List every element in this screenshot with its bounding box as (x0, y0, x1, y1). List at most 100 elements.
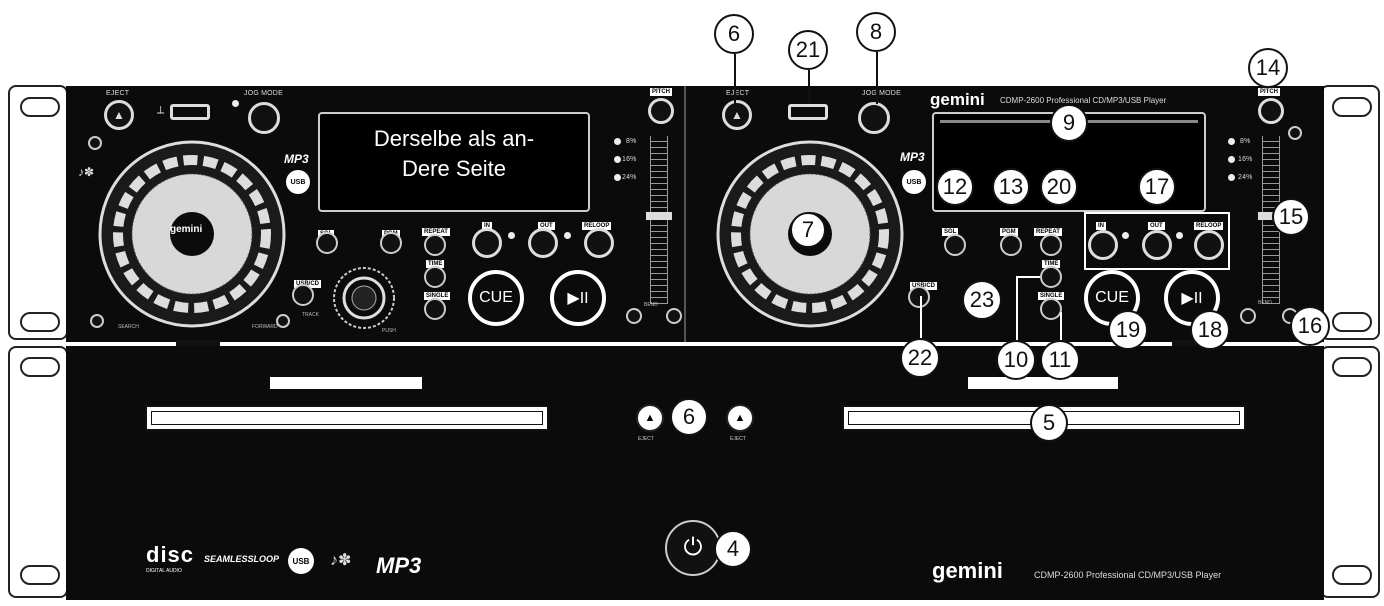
deck-divider (684, 86, 686, 342)
repeat-label: REPEAT (1034, 228, 1062, 236)
in-label: IN (482, 222, 492, 230)
bend-minus[interactable] (626, 308, 642, 324)
callout-18: 18 (1190, 310, 1230, 350)
screw (276, 314, 290, 328)
jog-mode-button[interactable] (858, 102, 890, 134)
jog-mode-label: JOG MODE (862, 90, 901, 97)
out-label: OUT (1148, 222, 1165, 230)
bend-minus[interactable] (1240, 308, 1256, 324)
jog-wheel[interactable] (96, 138, 288, 330)
out-button[interactable] (528, 228, 558, 258)
callout-15: 15 (1272, 198, 1310, 236)
leader-line (876, 52, 878, 104)
callout-7: 7 (790, 212, 826, 248)
out-button[interactable] (1142, 230, 1172, 260)
bend-plus[interactable] (666, 308, 682, 324)
eject-button[interactable]: ▲ (104, 100, 134, 130)
headphone-jack[interactable] (1288, 126, 1302, 140)
pgm-button[interactable] (1000, 234, 1022, 256)
out-led (564, 232, 571, 239)
leader-line (734, 54, 736, 114)
cdtext-logo: ♪✽ (78, 165, 95, 179)
sgl-button[interactable] (944, 234, 966, 256)
callout-19: 19 (1108, 310, 1148, 350)
callout-20: 20 (1040, 168, 1078, 206)
pitch-button[interactable] (1258, 98, 1284, 124)
play-pause-button[interactable]: ▶II (550, 270, 606, 326)
model-line: CDMP-2600 Professional CD/MP3/USB Player (1034, 570, 1222, 580)
callout-6: 6 (714, 14, 754, 54)
pitch-slider-knob[interactable] (1258, 212, 1284, 220)
lower-eject-left[interactable]: ▲ (636, 404, 664, 432)
single-button[interactable] (424, 298, 446, 320)
time-button[interactable] (424, 266, 446, 288)
single-label: SINGLE (424, 292, 451, 300)
panel-note-line-2: Dere Seite (402, 156, 506, 181)
usb-port[interactable] (170, 104, 210, 120)
power-button[interactable]: ⏻ (665, 520, 721, 576)
usb-icon: ⟂ (157, 104, 165, 116)
callout-11: 11 (1040, 340, 1080, 380)
callout-8: 8 (856, 12, 896, 52)
time-button[interactable] (1040, 266, 1062, 288)
lower-eject-right[interactable]: ▲ (726, 404, 754, 432)
pitch-led (614, 156, 621, 163)
pitch-led (614, 138, 621, 145)
sgl-label: SGL (942, 228, 959, 236)
bend-label: BEND (644, 302, 658, 308)
mp3-logo: MP3 (376, 553, 422, 578)
eject-label: EJECT (106, 90, 130, 97)
callout-21: 21 (788, 30, 828, 70)
track-knob[interactable] (332, 266, 396, 330)
callout-22: 22 (900, 338, 940, 378)
pitch-slider[interactable] (650, 136, 668, 304)
lower-eject-right-label: EJECT (730, 436, 746, 442)
pitch-led (614, 174, 621, 181)
rack-hole (1332, 565, 1372, 585)
time-label: TIME (426, 260, 445, 268)
single-button[interactable] (1040, 298, 1062, 320)
pgm-label: PGM (1000, 228, 1018, 236)
mp3-logo: MP3 (284, 152, 309, 166)
in-label: IN (1096, 222, 1106, 230)
rack-ear-right (1320, 85, 1380, 340)
pitch-led (1228, 138, 1235, 145)
pitch-led (1228, 174, 1235, 181)
usb-port[interactable] (788, 104, 828, 120)
pitch-label: PITCH (650, 88, 672, 96)
headphone-jack[interactable] (88, 136, 102, 150)
in-button[interactable] (1088, 230, 1118, 260)
jog-brand: gemini (170, 224, 203, 235)
repeat-button[interactable] (424, 234, 446, 256)
usb-logo: USB (288, 548, 314, 574)
lcd-display (318, 112, 590, 212)
cue-button[interactable]: CUE (468, 270, 524, 326)
brand-logo: gemini (930, 90, 985, 109)
sgl-button[interactable] (316, 232, 338, 254)
pitch-range-8: 8% (1240, 138, 1251, 145)
callout-13: 13 (992, 168, 1030, 206)
rack-hole (1332, 357, 1372, 377)
pitch-slider-knob[interactable] (646, 212, 672, 220)
reloop-button[interactable] (584, 228, 614, 258)
pitch-label: PITCH (1258, 88, 1280, 96)
reloop-button[interactable] (1194, 230, 1224, 260)
push-label: PUSH (382, 328, 396, 334)
jog-mode-button[interactable] (248, 102, 280, 134)
cd-slot-cover-left (270, 377, 422, 389)
usbcd-button[interactable] (292, 284, 314, 306)
pgm-button[interactable] (380, 232, 402, 254)
rack-hole (20, 97, 60, 117)
eject-button[interactable]: ▲ (722, 100, 752, 130)
callout-23: 23 (962, 280, 1002, 320)
rack-ear-right-lower (1320, 346, 1380, 598)
rack-hole (1332, 312, 1372, 332)
repeat-button[interactable] (1040, 234, 1062, 256)
rack-ear-left-lower (8, 346, 68, 598)
in-led (508, 232, 515, 239)
callout-12: 12 (936, 168, 974, 206)
pitch-button[interactable] (648, 98, 674, 124)
cd-tray-left (145, 405, 549, 431)
usbcd-button[interactable] (908, 286, 930, 308)
in-button[interactable] (472, 228, 502, 258)
